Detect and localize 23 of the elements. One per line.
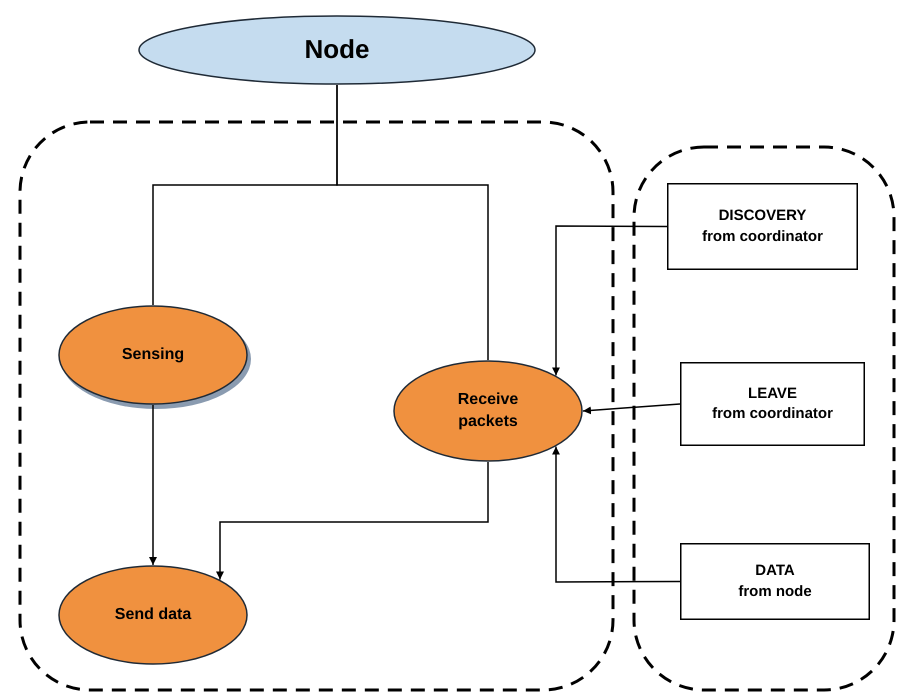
arrow [216, 462, 489, 580]
node-label: from node [738, 582, 812, 602]
node-label: DATA [755, 561, 795, 582]
dashed-region [632, 145, 896, 692]
message-box [680, 362, 865, 446]
ellipse-node [58, 565, 248, 665]
node-label: Send data [114, 605, 192, 626]
node-label: DISCOVERY [718, 206, 806, 226]
node-label: Node [304, 33, 370, 66]
arrow [552, 446, 680, 583]
node-label: from coordinator [702, 226, 823, 246]
node-label: Receive packets [456, 390, 520, 432]
node-label: LEAVE [748, 384, 797, 404]
arrow [149, 405, 157, 565]
arrow [582, 403, 680, 414]
node-label: from coordinator [712, 404, 833, 424]
ellipse-node [138, 15, 536, 85]
dashed-region [18, 120, 615, 692]
arrow [552, 225, 667, 376]
connector-line [336, 85, 489, 360]
message-box [680, 543, 870, 620]
message-box [667, 183, 858, 270]
ellipse-node [393, 360, 583, 462]
